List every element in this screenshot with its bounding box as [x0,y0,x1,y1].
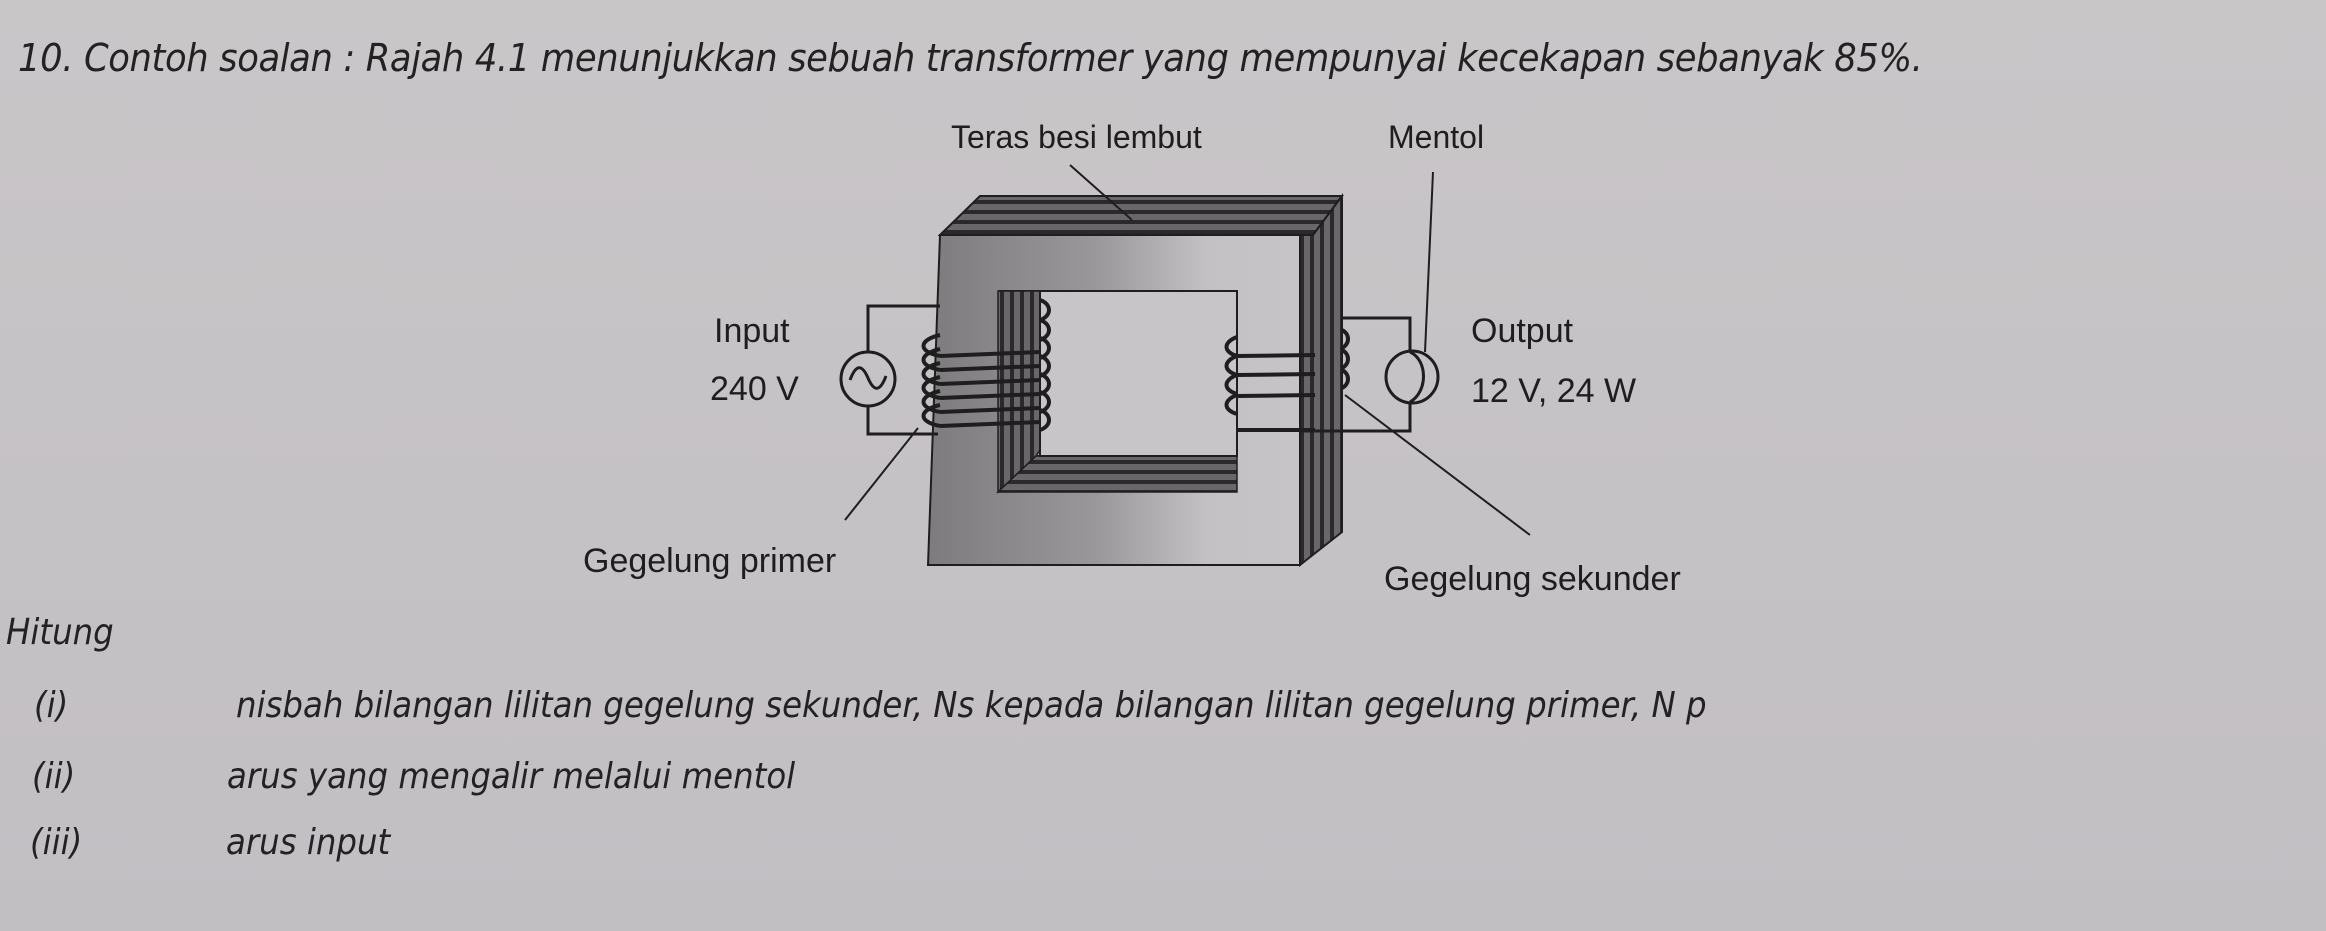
label-secondary-coil: Gegelung sekunder [1384,560,1681,598]
primary-coil [921,298,1051,432]
leader-lines [844,164,1531,536]
task-text: arus input [226,822,391,863]
label-soft-iron-core: Teras besi lembut [951,119,1202,155]
bulb-icon [1384,349,1440,405]
task-item: (ii) arus yang mengalir melalui mentol [32,756,1232,800]
task-item: (i) nisbah bilangan lilitan gegelung sek… [34,685,2234,729]
task-text: nisbah bilangan lilitan gegelung sekunde… [236,685,1707,726]
label-input-value: 240 V [710,370,799,408]
task-item: (iii) arus input [30,822,830,866]
secondary-circuit [1224,316,1440,433]
soft-iron-core [926,192,1344,568]
label-primary-coil: Gegelung primer [583,542,836,580]
primary-circuit [839,298,1051,436]
ac-source-icon [839,350,897,408]
task-number: (ii) [32,756,76,797]
task-number: (iii) [30,822,83,863]
question-text: 10. Contoh soalan : Rajah 4.1 menunjukka… [18,36,1923,80]
label-output-value: 12 V, 24 W [1471,372,1636,410]
label-output-title: Output [1471,312,1574,350]
task-number: (i) [34,685,69,726]
label-bulb: Mentol [1388,119,1484,155]
tasks-heading: Hitung [6,612,114,653]
label-input-title: Input [714,312,790,350]
task-text: arus yang mengalir melalui mentol [227,756,796,797]
